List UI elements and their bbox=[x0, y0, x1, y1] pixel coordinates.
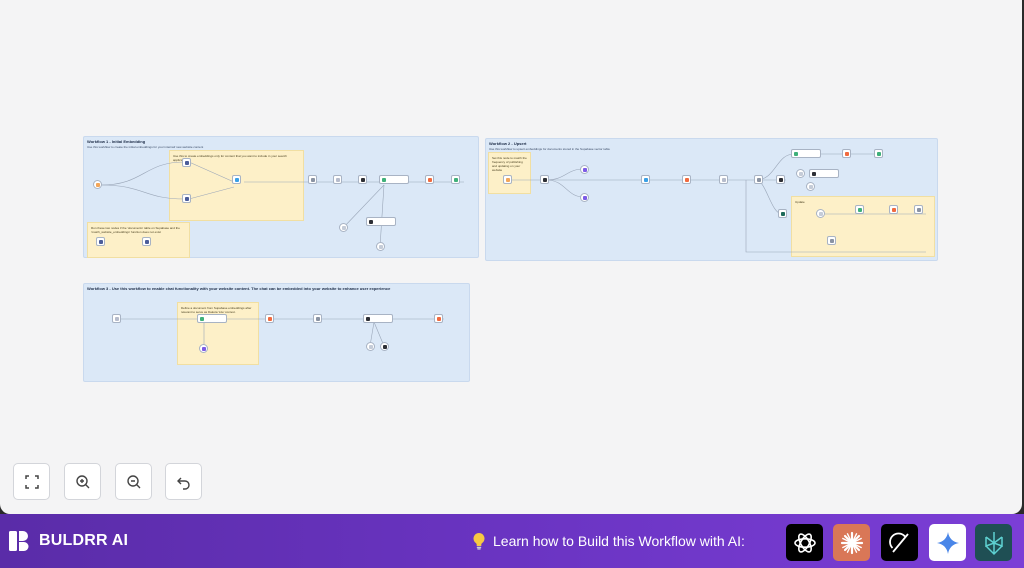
workflow-node[interactable] bbox=[112, 314, 121, 323]
openai-icon bbox=[793, 532, 816, 553]
workflow-node[interactable] bbox=[809, 169, 839, 178]
workflow-node[interactable] bbox=[366, 342, 375, 351]
sticky-note-text: Update bbox=[795, 200, 805, 204]
workflow-node[interactable] bbox=[434, 314, 443, 323]
workflow-node[interactable] bbox=[93, 180, 102, 189]
workflow-node[interactable] bbox=[313, 314, 322, 323]
gemini-icon bbox=[936, 531, 959, 554]
workflow-node[interactable] bbox=[376, 242, 385, 251]
grok-button[interactable] bbox=[881, 524, 918, 561]
workflow-node[interactable] bbox=[380, 342, 389, 351]
grok-icon bbox=[888, 532, 909, 553]
buldrr-logo-icon bbox=[9, 531, 29, 551]
workflow-node[interactable] bbox=[366, 217, 396, 226]
workflow-node[interactable] bbox=[754, 175, 763, 184]
workflow-node[interactable] bbox=[816, 209, 825, 218]
workflow-node[interactable] bbox=[580, 193, 589, 202]
workflow-2-subtitle: Use this workflow to upsert embeddings f… bbox=[489, 147, 610, 151]
zoom-out-button[interactable] bbox=[115, 463, 152, 500]
perplexity-icon bbox=[984, 531, 1003, 555]
workflow-node[interactable] bbox=[199, 344, 208, 353]
workflow-3-title: Workflow 3 - Use this workflow to enable… bbox=[87, 286, 391, 291]
claude-icon bbox=[840, 531, 863, 554]
workflow-node[interactable] bbox=[182, 158, 191, 167]
workflow-node[interactable] bbox=[503, 175, 512, 184]
workflow-node[interactable] bbox=[914, 205, 923, 214]
brand-logo[interactable]: BULDRR AI bbox=[7, 529, 128, 553]
workflow-node[interactable] bbox=[874, 149, 883, 158]
sticky-note[interactable]: Define a document from Supabase embeddin… bbox=[177, 302, 259, 365]
zoom-in-icon bbox=[75, 474, 89, 488]
workflow-3-group[interactable]: Workflow 3 - Use this workflow to enable… bbox=[83, 283, 470, 382]
sticky-note-text: Run these two nodes if the 'documents' t… bbox=[91, 226, 180, 234]
workflow-node[interactable] bbox=[827, 236, 836, 245]
workflow-node[interactable] bbox=[889, 205, 898, 214]
workflow-node[interactable] bbox=[778, 209, 787, 218]
workflow-node[interactable] bbox=[182, 194, 191, 203]
workflow-node[interactable] bbox=[363, 314, 393, 323]
workflow-node[interactable] bbox=[265, 314, 274, 323]
sticky-note-text: Define a document from Supabase embeddin… bbox=[181, 306, 252, 314]
lightbulb-icon bbox=[473, 532, 485, 550]
workflow-node[interactable] bbox=[540, 175, 549, 184]
zoom-out-icon bbox=[126, 474, 140, 488]
workflow-node[interactable] bbox=[682, 175, 691, 184]
fit-view-icon bbox=[24, 474, 39, 489]
bottom-bar: BULDRR AI Learn how to Build this Workfl… bbox=[0, 514, 1024, 568]
claude-button[interactable] bbox=[833, 524, 870, 561]
reset-view-button[interactable] bbox=[165, 463, 202, 500]
cta-text: Learn how to Build this Workflow with AI… bbox=[493, 533, 745, 549]
workflow-node[interactable] bbox=[425, 175, 434, 184]
workflow-2-title: Workflow 2 - Upsert bbox=[489, 141, 527, 146]
workflow-node[interactable] bbox=[308, 175, 317, 184]
sticky-note-text: Set this node to match the frequency of … bbox=[492, 156, 527, 172]
workflow-1-title: Workflow 1 - Initial Embedding bbox=[87, 139, 146, 144]
workflow-node[interactable] bbox=[641, 175, 650, 184]
workflow-node[interactable] bbox=[855, 205, 864, 214]
undo-icon bbox=[176, 477, 190, 490]
workflow-canvas[interactable]: Workflow 1 - Initial Embedding Use this … bbox=[0, 0, 1022, 514]
sticky-note-text: Use this to create embeddings only for c… bbox=[173, 154, 287, 162]
workflow-node[interactable] bbox=[842, 149, 851, 158]
workflow-node[interactable] bbox=[333, 175, 342, 184]
fit-view-button[interactable] bbox=[13, 463, 50, 500]
openai-button[interactable] bbox=[786, 524, 823, 561]
workflow-node[interactable] bbox=[776, 175, 785, 184]
workflow-node[interactable] bbox=[379, 175, 409, 184]
workflow-1-subtitle: Use this workflow to create the initial … bbox=[87, 145, 204, 149]
cta-banner: Learn how to Build this Workflow with AI… bbox=[471, 532, 745, 550]
zoom-in-button[interactable] bbox=[64, 463, 101, 500]
perplexity-button[interactable] bbox=[975, 524, 1012, 561]
workflow-node[interactable] bbox=[796, 169, 805, 178]
workflow-2-group[interactable]: Workflow 2 - Upsert Use this workflow to… bbox=[485, 138, 938, 261]
sticky-note[interactable]: Set this node to match the frequency of … bbox=[488, 152, 531, 194]
workflow-node[interactable] bbox=[580, 165, 589, 174]
workflow-node[interactable] bbox=[358, 175, 367, 184]
gemini-button[interactable] bbox=[929, 524, 966, 561]
brand-name: BULDRR AI bbox=[39, 532, 129, 549]
workflow-node[interactable] bbox=[806, 182, 815, 191]
workflow-node[interactable] bbox=[719, 175, 728, 184]
workflow-1-group[interactable]: Workflow 1 - Initial Embedding Use this … bbox=[83, 136, 479, 258]
workflow-node[interactable] bbox=[451, 175, 460, 184]
workflow-node[interactable] bbox=[791, 149, 821, 158]
connection-wires bbox=[120, 318, 444, 347]
workflow-node[interactable] bbox=[197, 314, 227, 323]
workflow-node[interactable] bbox=[96, 237, 105, 246]
workflow-node[interactable] bbox=[232, 175, 241, 184]
workflow-node[interactable] bbox=[339, 223, 348, 232]
workflow-node[interactable] bbox=[142, 237, 151, 246]
